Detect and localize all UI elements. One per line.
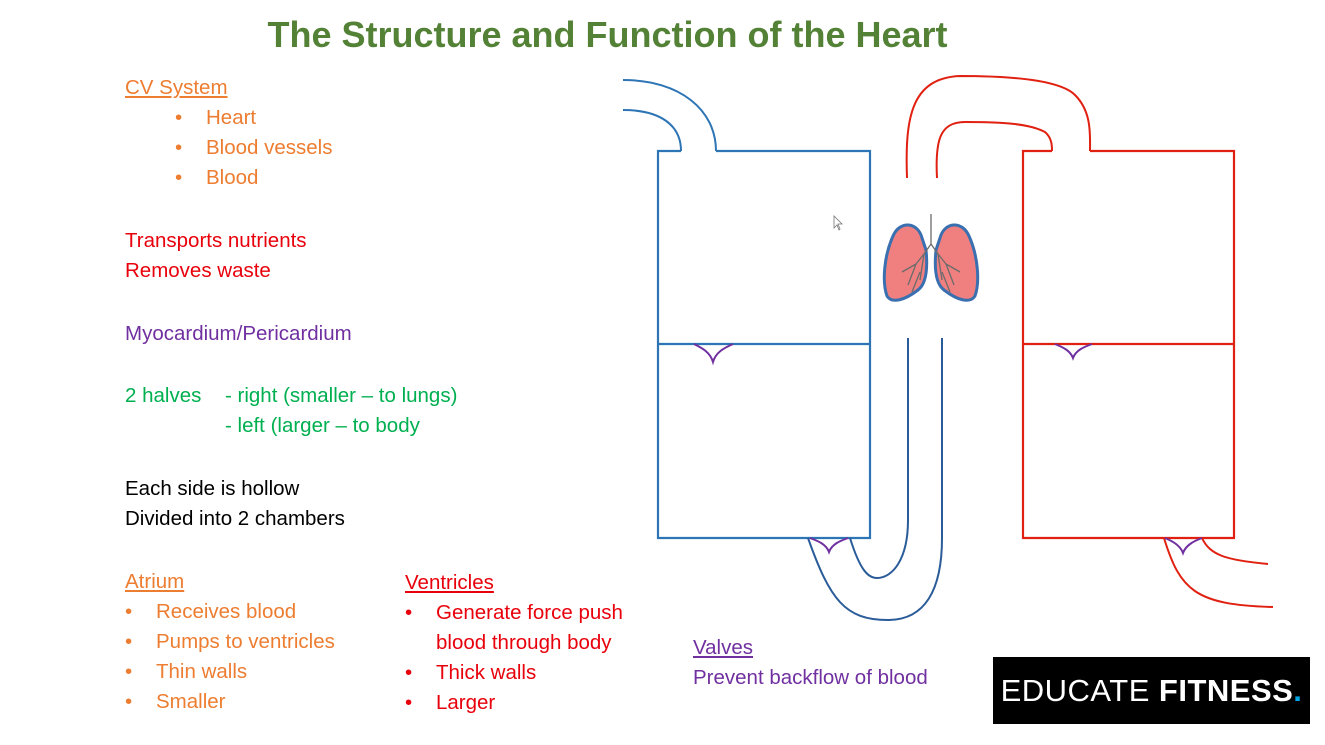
list-item: Pumps to ventricles [125, 627, 335, 657]
right-heart [622, 79, 943, 622]
left-heart [905, 74, 1274, 608]
valves-text: Prevent backflow of blood [693, 666, 928, 689]
valve-icon [1054, 343, 1093, 361]
valves-heading: Valves [693, 636, 754, 659]
cursor-icon [833, 215, 843, 231]
right-heart-outline [656, 149, 872, 540]
function-removes: Removes waste [125, 259, 271, 282]
vena-cava-inner [622, 109, 682, 152]
systemic-outflow-inner [1201, 537, 1269, 565]
list-item nobullet: blood through body [405, 628, 623, 658]
halves-right: - right (smaller – to lungs) [225, 384, 458, 407]
left-heart-outline [1021, 149, 1236, 540]
systemic-outflow-outer [1163, 537, 1274, 608]
function-transports: Transports nutrients [125, 229, 307, 252]
vena-cava-outer [622, 79, 717, 152]
list-item: Heart [175, 103, 332, 133]
halves-label: 2 halves [125, 384, 202, 407]
list-item: Smaller [125, 687, 335, 717]
ventricles-heading: Ventricles [405, 571, 494, 594]
atrium-list: Receives blood Pumps to ventricles Thin … [125, 597, 335, 717]
valve-icon [1164, 537, 1203, 556]
valves [693, 343, 1203, 556]
list-item: Blood [175, 163, 332, 193]
halves-left: - left (larger – to body [225, 414, 420, 437]
logo-word-educate: EDUCATE [1000, 672, 1150, 708]
list-item: Thin walls [125, 657, 335, 687]
heart-layers: Myocardium/Pericardium [125, 322, 352, 345]
list-item: Thick walls [405, 658, 623, 688]
logo-dot: . [1293, 672, 1303, 708]
list-item: Generate force push [405, 598, 623, 628]
cv-system-list: Heart Blood vessels Blood [175, 103, 332, 193]
pulmonary-artery-outer [807, 338, 943, 622]
ventricles-list: Generate force push blood through body T… [405, 598, 623, 718]
list-item: Larger [405, 688, 623, 718]
aorta-inner [935, 120, 1053, 179]
page-title: The Structure and Function of the Heart [267, 14, 948, 55]
educate-fitness-logo: EDUCATE FITNESS. [993, 657, 1310, 724]
atrium-heading: Atrium [125, 570, 185, 593]
cv-system-heading: CV System [125, 76, 228, 99]
pulmonary-artery-inner [849, 338, 909, 580]
valve-icon [693, 343, 734, 366]
list-item-continuation: blood through body [436, 631, 612, 654]
chambers-text: Divided into 2 chambers [125, 507, 345, 530]
valve-icon [809, 537, 849, 555]
list-item: Receives blood [125, 597, 335, 627]
logo-word-fitness: FITNESS [1158, 672, 1294, 708]
aorta-outer [905, 74, 1092, 179]
hollow-text: Each side is hollow [125, 477, 300, 500]
lungs-icon [882, 214, 980, 302]
list-item: Blood vessels [175, 133, 332, 163]
